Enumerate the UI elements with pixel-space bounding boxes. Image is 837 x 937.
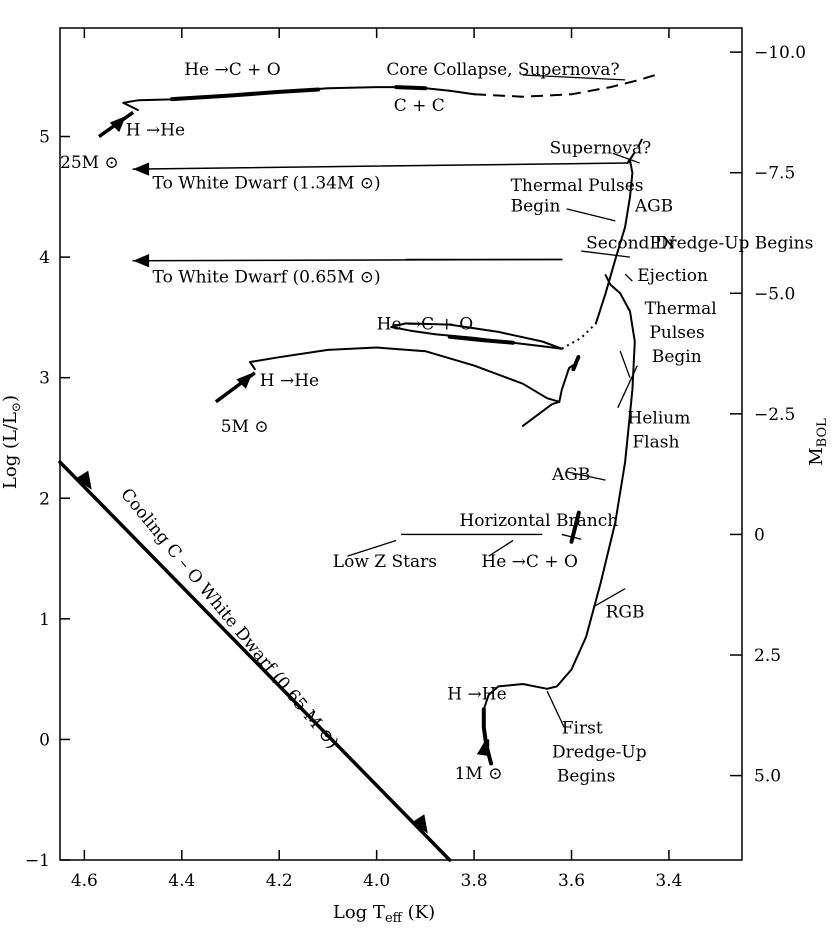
track-arrows-thin <box>132 162 629 170</box>
leader-lines <box>347 74 640 728</box>
annotation-label: AGB <box>634 196 673 216</box>
y-tick-label: −1 <box>25 851 50 871</box>
annotation-leader <box>566 471 606 481</box>
x-tick-label: 4.6 <box>71 871 98 891</box>
y2-tick-label: −7.5 <box>754 164 795 184</box>
annotation-label: First <box>562 718 603 738</box>
annotation-label: Horizontal Branch <box>459 511 618 531</box>
annotation-leader <box>581 250 631 258</box>
annotation-label: Supernova? <box>550 138 652 158</box>
track-5-dotted <box>561 322 597 350</box>
annotation-leader <box>561 533 582 540</box>
annotation-label: Thermal Pulses <box>511 176 644 196</box>
annotation-label: Pulses <box>649 323 704 343</box>
direction-arrows <box>75 110 491 834</box>
annotation-label: He →C + O <box>184 60 281 80</box>
y-tick-label: 1 <box>39 610 50 630</box>
track-25-thick <box>394 85 428 91</box>
x-axis-title: Log Teff (K) <box>333 902 435 926</box>
y2-tick-label: −2.5 <box>754 405 795 425</box>
arrow-to-white-dwarf-1 <box>133 162 150 176</box>
arrow-wd-cooling-1 <box>75 470 92 490</box>
y2-axis-title: MBOL <box>806 418 830 466</box>
track-1-solid <box>482 274 636 765</box>
annotation-label: RGB <box>606 603 645 623</box>
y2-tick-label: 5.0 <box>754 767 781 787</box>
track-5-dashed <box>626 138 643 164</box>
annotation-leader <box>522 74 626 81</box>
x-tick-label: 3.4 <box>655 871 682 891</box>
annotation-leader <box>617 365 638 409</box>
annotation-label: Begin <box>652 347 702 367</box>
annotation-label: 1M ⊙ <box>455 764 503 784</box>
annotation-label: AGB <box>551 465 590 485</box>
track-5-thick <box>571 355 581 372</box>
track-25-dashed <box>474 72 660 98</box>
y-tick-label: 5 <box>39 128 50 148</box>
arrow-shaft <box>214 371 256 404</box>
annotation-label: Helium <box>628 409 691 429</box>
annotation-leader <box>566 208 616 222</box>
y-tick-label: 2 <box>39 489 50 509</box>
annotation-label: H →He <box>260 371 319 391</box>
annotation-label: Dredge-Up <box>552 743 647 763</box>
annotation-label: Core Collapse, Supernova? <box>386 60 619 80</box>
track-25-thick <box>170 87 321 102</box>
annotation-label: 5M ⊙ <box>221 417 269 437</box>
annotation-label: H →He <box>447 685 506 705</box>
annotation-leader <box>546 690 565 728</box>
x-tick-label: 4.2 <box>266 871 293 891</box>
annotation-label: He →C + O <box>377 314 474 334</box>
annotation-leader <box>612 152 640 164</box>
annotation-label: Second Dredge-Up Begins <box>586 234 813 254</box>
annotation-leader <box>347 539 397 557</box>
annotation-label: Ejection <box>637 266 708 286</box>
arrow-to-white-dwarf-2 <box>133 254 150 268</box>
evolution-tracks <box>58 72 660 862</box>
annotation-label: Begins <box>557 767 616 787</box>
annotation-label: Thermal <box>645 299 717 319</box>
x-tick-label: 3.8 <box>461 871 488 891</box>
x-tick-label: 4.4 <box>168 871 195 891</box>
track-wd-bold <box>58 460 452 862</box>
annotation-leader <box>624 273 633 282</box>
annotation-label: He →C + O <box>481 552 578 572</box>
y-tick-label: 0 <box>39 730 50 750</box>
y2-tick-label: 0 <box>754 525 765 545</box>
arrow-wd-cooling-2 <box>411 814 428 834</box>
track-5-solid <box>249 346 580 403</box>
track-5-solid <box>521 400 561 427</box>
annotation-leader <box>488 539 514 557</box>
annotation-label: 25M ⊙ <box>60 153 119 173</box>
y2-tick-label: −10.0 <box>754 43 806 63</box>
annotation-leader <box>619 350 631 378</box>
x-tick-label: 4.0 <box>363 871 390 891</box>
annotation-label: Low Z Stars <box>333 552 437 572</box>
track-5-solid <box>594 159 634 325</box>
y-axis-title: Log (L/L⊙) <box>0 395 23 489</box>
x-tick-label: 3.6 <box>558 871 585 891</box>
white-dwarf-label: Cooling C – O White Dwarf (0.65 M ⊙) <box>116 485 342 753</box>
y2-tick-label: 2.5 <box>754 646 781 666</box>
track-5-solid <box>390 322 563 350</box>
annotation-label: Begin <box>511 196 561 216</box>
annotation-leader <box>593 588 626 608</box>
track-5-thick <box>447 334 515 345</box>
annotation-label: PN <box>649 234 675 254</box>
plot-frame <box>59 27 743 861</box>
y-tick-label: 3 <box>39 369 50 389</box>
annotation-label: H →He <box>126 120 185 140</box>
y2-tick-label: −5.0 <box>754 284 795 304</box>
annotation-label: C + C <box>394 96 445 116</box>
annotation-label: To White Dwarf (1.34M ⊙) <box>153 173 381 193</box>
arrow-shaft <box>97 110 135 138</box>
annotation-label: To White Dwarf (0.65M ⊙) <box>153 267 381 287</box>
axis-ticks: 4.6 4.4 4.2 4.0 3.8 3.6 3.4 5 4 3 2 1 0 −1 −10.0 −7.5 −5… <box>25 28 806 891</box>
annotation-label: Flash <box>632 433 679 453</box>
y-tick-label: 4 <box>39 248 50 268</box>
